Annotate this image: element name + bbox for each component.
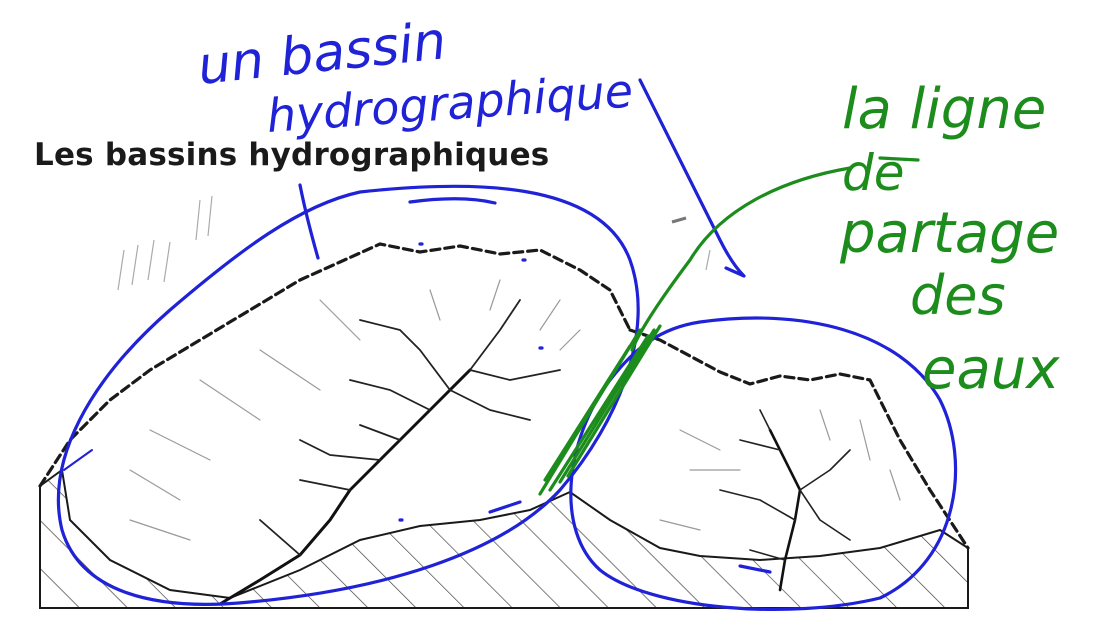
- green-label-line1: la ligne: [842, 77, 1046, 142]
- blue-pointer-left: [300, 185, 318, 258]
- green-label-line4: des: [910, 264, 1006, 327]
- blue-underline: [410, 199, 495, 203]
- green-label-line5: eaux: [922, 337, 1060, 402]
- blue-handwritten-label: un bassin hydrographique: [195, 11, 635, 143]
- green-label-line2: de: [842, 144, 905, 202]
- green-divide-strokes: [540, 326, 660, 494]
- green-label-line3: partage: [839, 201, 1059, 266]
- ground-cross-section: [40, 440, 970, 610]
- blue-pointer-right: [640, 80, 744, 276]
- green-handwritten-label: la ligne de partage des eaux: [839, 77, 1060, 402]
